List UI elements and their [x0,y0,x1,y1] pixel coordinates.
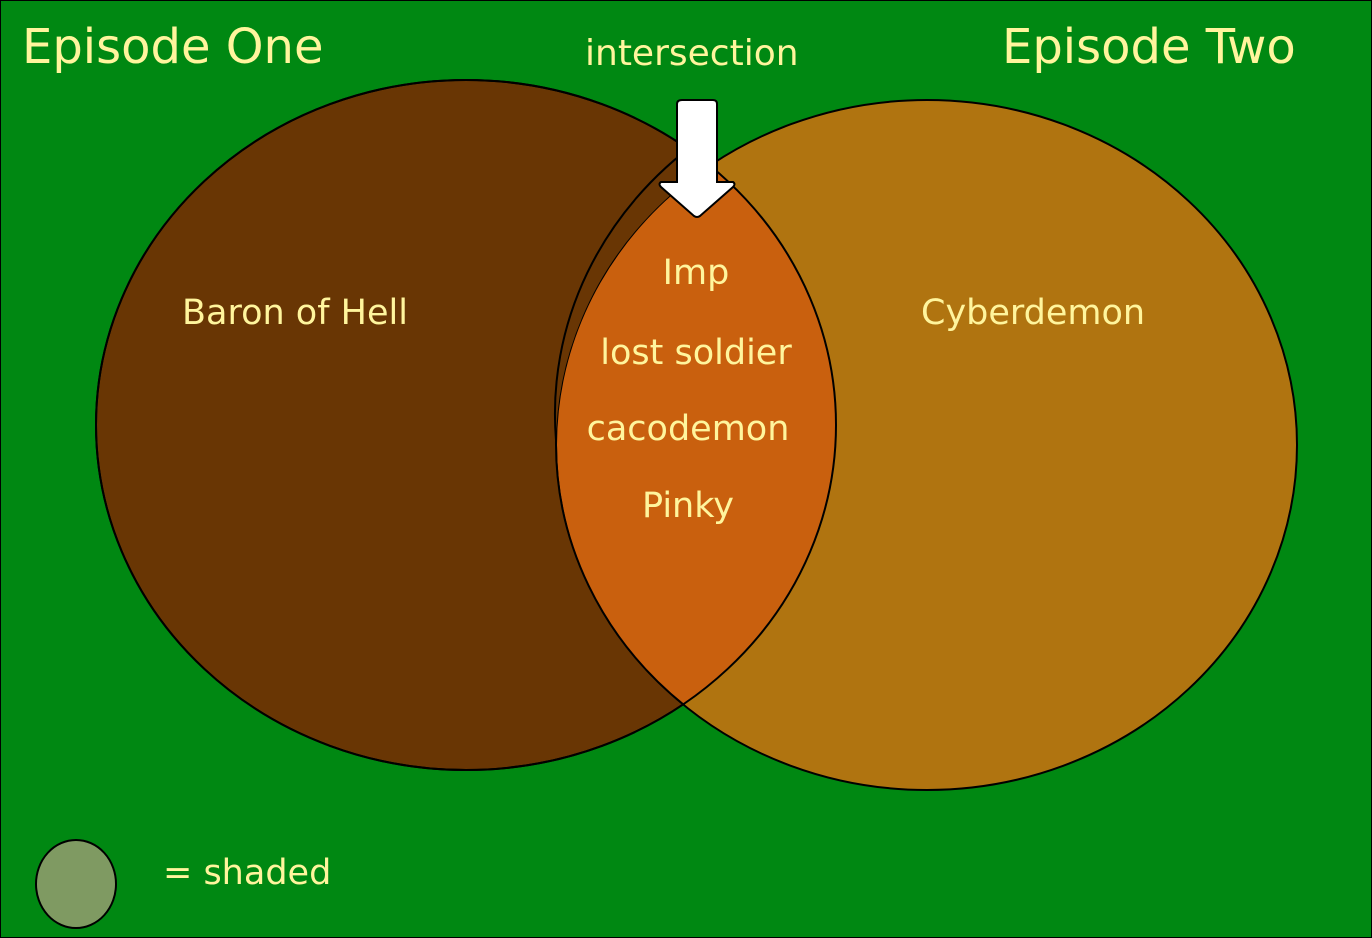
set-left-item: Baron of Hell [182,293,408,333]
intersection-left-edge-lower [554,439,685,706]
set-left-outline [95,79,837,771]
intersection-label: intersection [585,33,799,74]
intersection-region [557,100,836,770]
intersection-left-edge [553,139,701,441]
intersection-item: Pinky [642,486,734,526]
set-right-item: Cyberdemon [921,293,1145,333]
intersection-item: cacodemon [587,409,790,449]
title-left: Episode One [22,19,324,75]
intersection-item: lost soldier [600,333,792,373]
legend-shaded-swatch [35,839,117,929]
legend-label: = shaded [163,853,331,893]
title-right: Episode Two [1002,19,1296,75]
arrow-down-icon [658,99,736,218]
intersection-item: Imp [663,253,730,293]
